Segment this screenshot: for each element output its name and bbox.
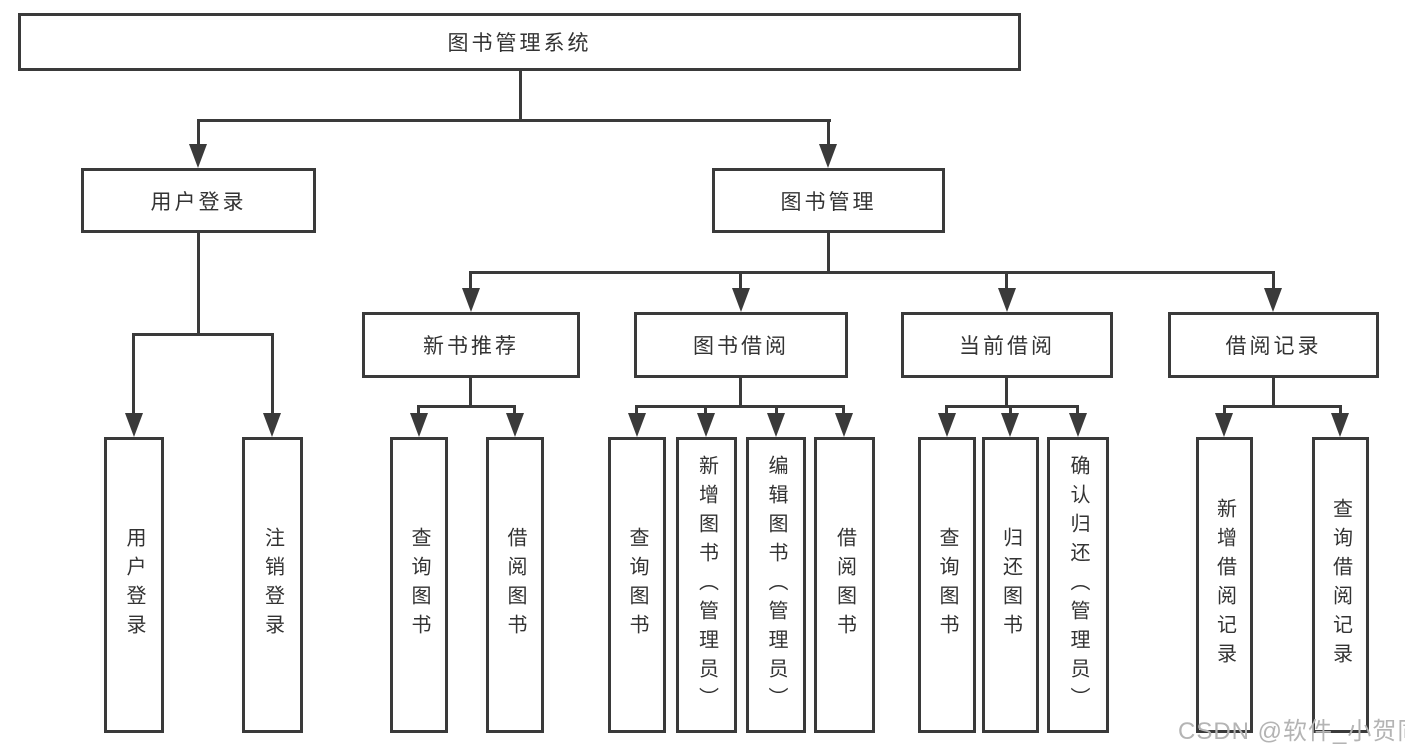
- connector-line: [775, 408, 778, 416]
- connector-line: [1272, 274, 1275, 290]
- arrowhead-down-icon: [1001, 413, 1019, 437]
- leaf-borrow-book-label: 借阅图书: [833, 527, 856, 643]
- arrowhead-down-icon: [819, 144, 837, 168]
- leaf-add-borrow-record: 新增借阅记录: [1196, 437, 1253, 733]
- connector-line: [635, 408, 638, 416]
- leaf-query-book-borrow: 查询图书: [608, 437, 666, 733]
- arrowhead-down-icon: [835, 413, 853, 437]
- connector-line: [1223, 405, 1342, 408]
- leaf-query-book-borrow-label: 查询图书: [626, 527, 648, 643]
- connector-line: [197, 119, 831, 122]
- arrowhead-down-icon: [125, 413, 143, 437]
- connector-line: [635, 405, 845, 408]
- arrowhead-down-icon: [1069, 413, 1087, 437]
- arrowhead-down-icon: [1331, 413, 1349, 437]
- node-current-borrow-label: 当前借阅: [959, 335, 1055, 358]
- arrowhead-down-icon: [767, 413, 785, 437]
- arrowhead-down-icon: [998, 288, 1016, 312]
- leaf-return-book-label: 归还图书: [999, 527, 1022, 643]
- connector-line: [132, 333, 274, 336]
- leaf-query-book-recommend: 查询图书: [390, 437, 448, 733]
- connector-line: [1005, 274, 1008, 290]
- connector-line: [519, 71, 522, 119]
- leaf-query-borrow-record: 查询借阅记录: [1312, 437, 1369, 733]
- arrowhead-down-icon: [938, 413, 956, 437]
- arrowhead-down-icon: [1264, 288, 1282, 312]
- arrowhead-down-icon: [410, 413, 428, 437]
- node-book-borrow-label: 图书借阅: [693, 335, 789, 358]
- connector-line: [469, 274, 472, 290]
- node-new-book-recommend: 新书推荐: [362, 312, 580, 378]
- leaf-query-borrow-record-label: 查询借阅记录: [1329, 498, 1352, 672]
- leaf-add-book-admin-label: 新增图书（管理员）: [695, 454, 718, 716]
- connector-line: [417, 405, 516, 408]
- leaf-user-login: 用户登录: [104, 437, 164, 733]
- leaf-query-book-recommend-label: 查询图书: [408, 527, 430, 643]
- node-root: 图书管理系统: [18, 13, 1021, 71]
- connector-line: [1339, 408, 1342, 416]
- arrowhead-down-icon: [732, 288, 750, 312]
- connector-line: [1076, 408, 1079, 416]
- leaf-borrow-book-recommend: 借阅图书: [486, 437, 544, 733]
- node-book-borrow: 图书借阅: [634, 312, 848, 378]
- leaf-add-book-admin: 新增图书（管理员）: [676, 437, 737, 733]
- arrowhead-down-icon: [263, 413, 281, 437]
- node-borrow-record: 借阅记录: [1168, 312, 1379, 378]
- connector-line: [827, 122, 830, 148]
- node-borrow-record-label: 借阅记录: [1225, 335, 1322, 358]
- leaf-user-login-label: 用户登录: [123, 527, 145, 643]
- watermark: CSDN @软件_小贺同学: [1178, 718, 1405, 745]
- arrowhead-down-icon: [1215, 413, 1233, 437]
- connector-line: [739, 378, 742, 407]
- arrowhead-down-icon: [189, 144, 207, 168]
- connector-line: [197, 122, 200, 148]
- leaf-confirm-return-admin: 确认归还（管理员）: [1047, 437, 1109, 733]
- connector-line: [417, 408, 420, 416]
- connector-line: [1223, 408, 1226, 416]
- connector-line: [513, 408, 516, 416]
- leaf-query-book-current-label: 查询图书: [936, 527, 958, 643]
- connector-line: [704, 408, 707, 416]
- connector-line: [827, 233, 830, 273]
- node-new-book-recommend-label: 新书推荐: [423, 335, 519, 358]
- leaf-return-book: 归还图书: [982, 437, 1039, 733]
- arrowhead-down-icon: [506, 413, 524, 437]
- arrowhead-down-icon: [697, 413, 715, 437]
- leaf-borrow-book: 借阅图书: [814, 437, 875, 733]
- connector-line: [469, 271, 1275, 274]
- connector-line: [1009, 408, 1012, 416]
- connector-line: [945, 408, 948, 416]
- node-user-login: 用户登录: [81, 168, 316, 233]
- node-current-borrow: 当前借阅: [901, 312, 1113, 378]
- leaf-add-borrow-record-label: 新增借阅记录: [1213, 498, 1236, 672]
- connector-line: [132, 336, 135, 414]
- connector-line: [1005, 378, 1008, 407]
- arrowhead-down-icon: [462, 288, 480, 312]
- leaf-query-book-current: 查询图书: [918, 437, 976, 733]
- leaf-logout: 注销登录: [242, 437, 303, 733]
- node-user-login-label: 用户登录: [150, 190, 247, 214]
- node-book-management-label: 图书管理: [780, 190, 877, 214]
- leaf-edit-book-admin: 编辑图书（管理员）: [746, 437, 806, 733]
- connector-line: [842, 408, 845, 416]
- node-book-management: 图书管理: [712, 168, 945, 233]
- arrowhead-down-icon: [628, 413, 646, 437]
- leaf-logout-label: 注销登录: [261, 527, 284, 643]
- leaf-borrow-book-recommend-label: 借阅图书: [504, 527, 526, 643]
- node-root-label: 图书管理系统: [447, 32, 592, 55]
- leaf-edit-book-admin-label: 编辑图书（管理员）: [765, 454, 787, 716]
- connector-line: [739, 274, 742, 290]
- connector-line: [1272, 378, 1275, 407]
- leaf-confirm-return-admin-label: 确认归还（管理员）: [1067, 454, 1089, 716]
- connector-line: [271, 336, 274, 414]
- connector-line: [945, 405, 1079, 408]
- connector-line: [469, 378, 472, 407]
- connector-line: [197, 233, 200, 335]
